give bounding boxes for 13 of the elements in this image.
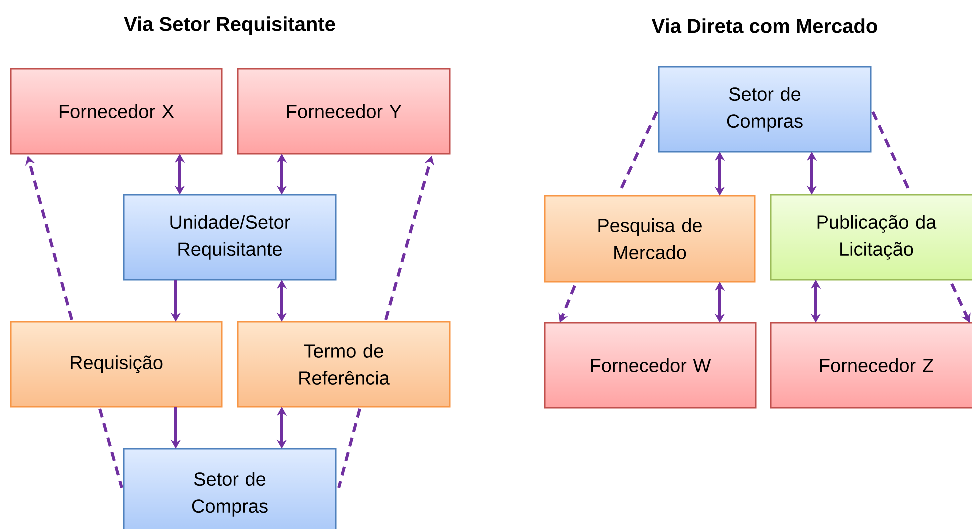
process-box: Setor de Compras: [658, 66, 872, 153]
process-box: Pesquisa de Mercado: [544, 195, 756, 283]
process-box: Termo de Referência: [237, 321, 451, 408]
process-box: Fornecedor Y: [237, 68, 451, 155]
process-box: Unidade/Setor Requisitante: [123, 194, 337, 281]
process-box: Fornecedor X: [10, 68, 223, 155]
process-box: Fornecedor Z: [770, 322, 972, 409]
process-box: Fornecedor W: [544, 322, 757, 409]
process-box: Requisição: [10, 321, 223, 408]
process-box: Publicação da Licitação: [770, 194, 972, 281]
panel-title: Via Setor Requisitante: [124, 16, 336, 36]
panel-title: Via Direta com Mercado: [652, 18, 878, 34]
process-box: Setor de Compras: [123, 448, 337, 529]
